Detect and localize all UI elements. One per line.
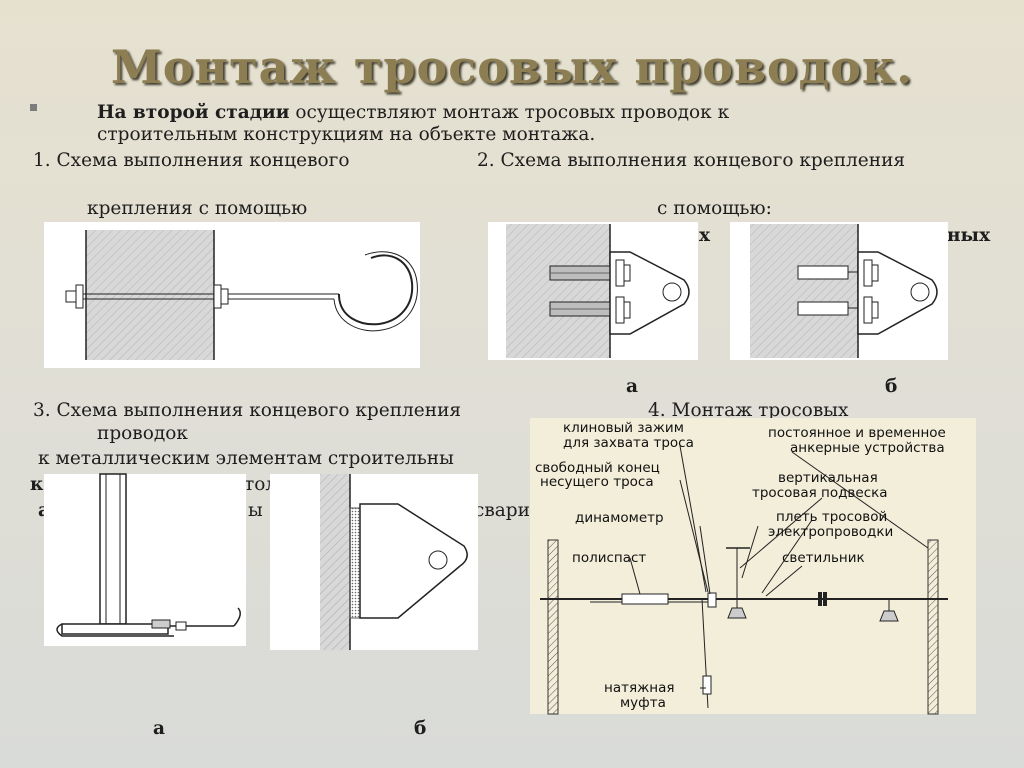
scheme2-subheading: с помощью: [657, 198, 772, 219]
scheme2-fragment-a: х [699, 225, 711, 246]
scheme2-diagram-b [730, 222, 948, 360]
label-anchors-2: анкерные устройства [790, 440, 945, 456]
scheme1-subheading: крепления с помощью [87, 198, 308, 219]
scheme1-heading: 1. Схема выполнения концевого [33, 150, 350, 171]
scheme3-fragment-4: ы [248, 500, 263, 521]
label-wedge-clamp-2: для захвата троса [563, 435, 694, 451]
scheme3-label-a: а [153, 718, 165, 739]
label-wire-whip-1: плеть тросовой [776, 509, 888, 525]
intro-line-1: На второй стадии осуществляют монтаж тро… [97, 102, 729, 123]
scheme2-label-b: б [885, 376, 898, 397]
scheme3-fragment-5: свари [474, 500, 530, 521]
label-coupling-2: муфта [620, 695, 666, 711]
scheme3-line3: к металлическим элементам строительны [38, 448, 454, 469]
bullet-marker [30, 104, 37, 111]
label-free-end-2: несущего троса [540, 474, 654, 490]
scheme2-diagram-a [488, 222, 698, 360]
scheme3-label-b: б [414, 718, 427, 739]
label-lamp: светильник [782, 550, 865, 566]
label-polyspast: полиспаст [572, 550, 647, 566]
scheme4-diagram [530, 418, 976, 715]
scheme3-heading: 3. Схема выполнения концевого крепления [33, 400, 462, 421]
label-coupling-1: натяжная [604, 680, 675, 696]
scheme1-diagram [44, 222, 420, 368]
scheme3-line2: проводок [97, 423, 188, 444]
scheme3-fragment-1: к [30, 474, 44, 495]
slide-title: Монтаж тросовых проводок. [110, 40, 914, 94]
scheme2-fragment-b: ных [947, 225, 991, 246]
scheme3-diagram-b [270, 474, 478, 650]
label-anchors-1: постоянное и временное [768, 425, 946, 441]
label-wedge-clamp-1: клиновый зажим [563, 420, 684, 436]
scheme2-heading: 2. Схема выполнения концевого крепления [477, 150, 906, 171]
label-free-end-1: свободный конец [535, 460, 660, 476]
scheme4-heading: 4. Монтаж тросовых [648, 400, 849, 421]
scheme2-label-a: а [626, 376, 638, 397]
label-vertical-hanger-1: вертикальная [778, 470, 878, 486]
scheme3-diagram-a [44, 473, 246, 646]
intro-rest: осуществляют монтаж тросовых проводок к [289, 102, 730, 123]
intro-line-2: строительным конструкциям на объекте мон… [97, 124, 596, 145]
label-dynamometer: динамометр [575, 510, 664, 526]
label-wire-whip-2: электропроводки [768, 524, 894, 540]
label-vertical-hanger-2: тросовая подвеска [752, 485, 888, 501]
scheme3-fragment-2: тол [244, 474, 278, 495]
intro-bold: На второй стадии [97, 102, 290, 123]
